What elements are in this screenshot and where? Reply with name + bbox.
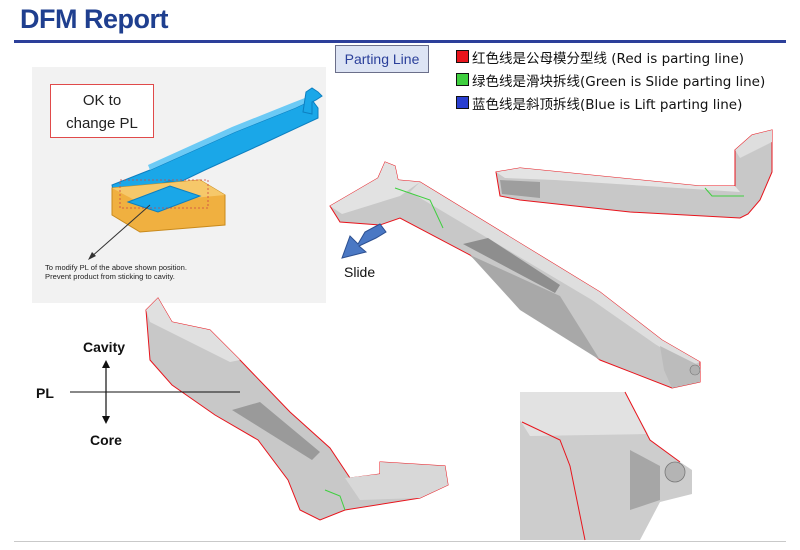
- slide-label: Slide: [344, 264, 376, 280]
- arrow-up-icon: [102, 360, 110, 368]
- header-rule: [14, 40, 786, 43]
- blue-part-top: [148, 96, 312, 170]
- legend-item-blue: 蓝色线是斜顶拆线(Blue is Lift parting line): [456, 91, 765, 114]
- legend-text-green: 绿色线是滑块拆线(Green is Slide parting line): [472, 73, 766, 90]
- legend-item-red: 红色线是公母模分型线 (Red is parting line): [456, 45, 765, 68]
- legend-text-blue: 蓝色线是斜顶拆线(Blue is Lift parting line): [472, 96, 743, 113]
- parting-line-tag: Parting Line: [335, 45, 429, 73]
- callout-line-1: OK to: [82, 92, 122, 109]
- slide-arrow-icon: [341, 223, 387, 259]
- red-swatch-icon: [456, 50, 469, 63]
- legend-item-green: 绿色线是滑块拆线(Green is Slide parting line): [456, 68, 765, 91]
- highlight-box: [119, 179, 209, 209]
- legend-text-red: 红色线是公母模分型线 (Red is parting line): [472, 50, 745, 67]
- modify-note: To modify PL of the above shown position…: [45, 263, 187, 281]
- legend: 红色线是公母模分型线 (Red is parting line) 绿色线是滑块拆…: [456, 45, 765, 114]
- callout-box: OK to change PL: [50, 84, 154, 138]
- page-title: DFM Report: [20, 4, 168, 34]
- pointer-line: [89, 204, 151, 259]
- footer-rule: [14, 541, 786, 542]
- callout-line-2: change PL: [66, 115, 138, 132]
- arrow-down-icon: [102, 416, 110, 424]
- green-swatch-icon: [456, 73, 469, 86]
- pointer-arrowhead: [88, 252, 96, 260]
- pl-label: PL: [36, 385, 54, 401]
- blue-part-front: [126, 185, 202, 213]
- blue-part-hook: [302, 87, 323, 115]
- center-part: [329, 161, 701, 389]
- cavity-label: Cavity: [83, 339, 126, 355]
- bottom-left-part: [145, 297, 449, 521]
- blue-swatch-icon: [456, 96, 469, 109]
- top-right-part: [495, 129, 773, 219]
- core-label: Core: [90, 432, 122, 448]
- bottom-right-closeup: [520, 391, 692, 541]
